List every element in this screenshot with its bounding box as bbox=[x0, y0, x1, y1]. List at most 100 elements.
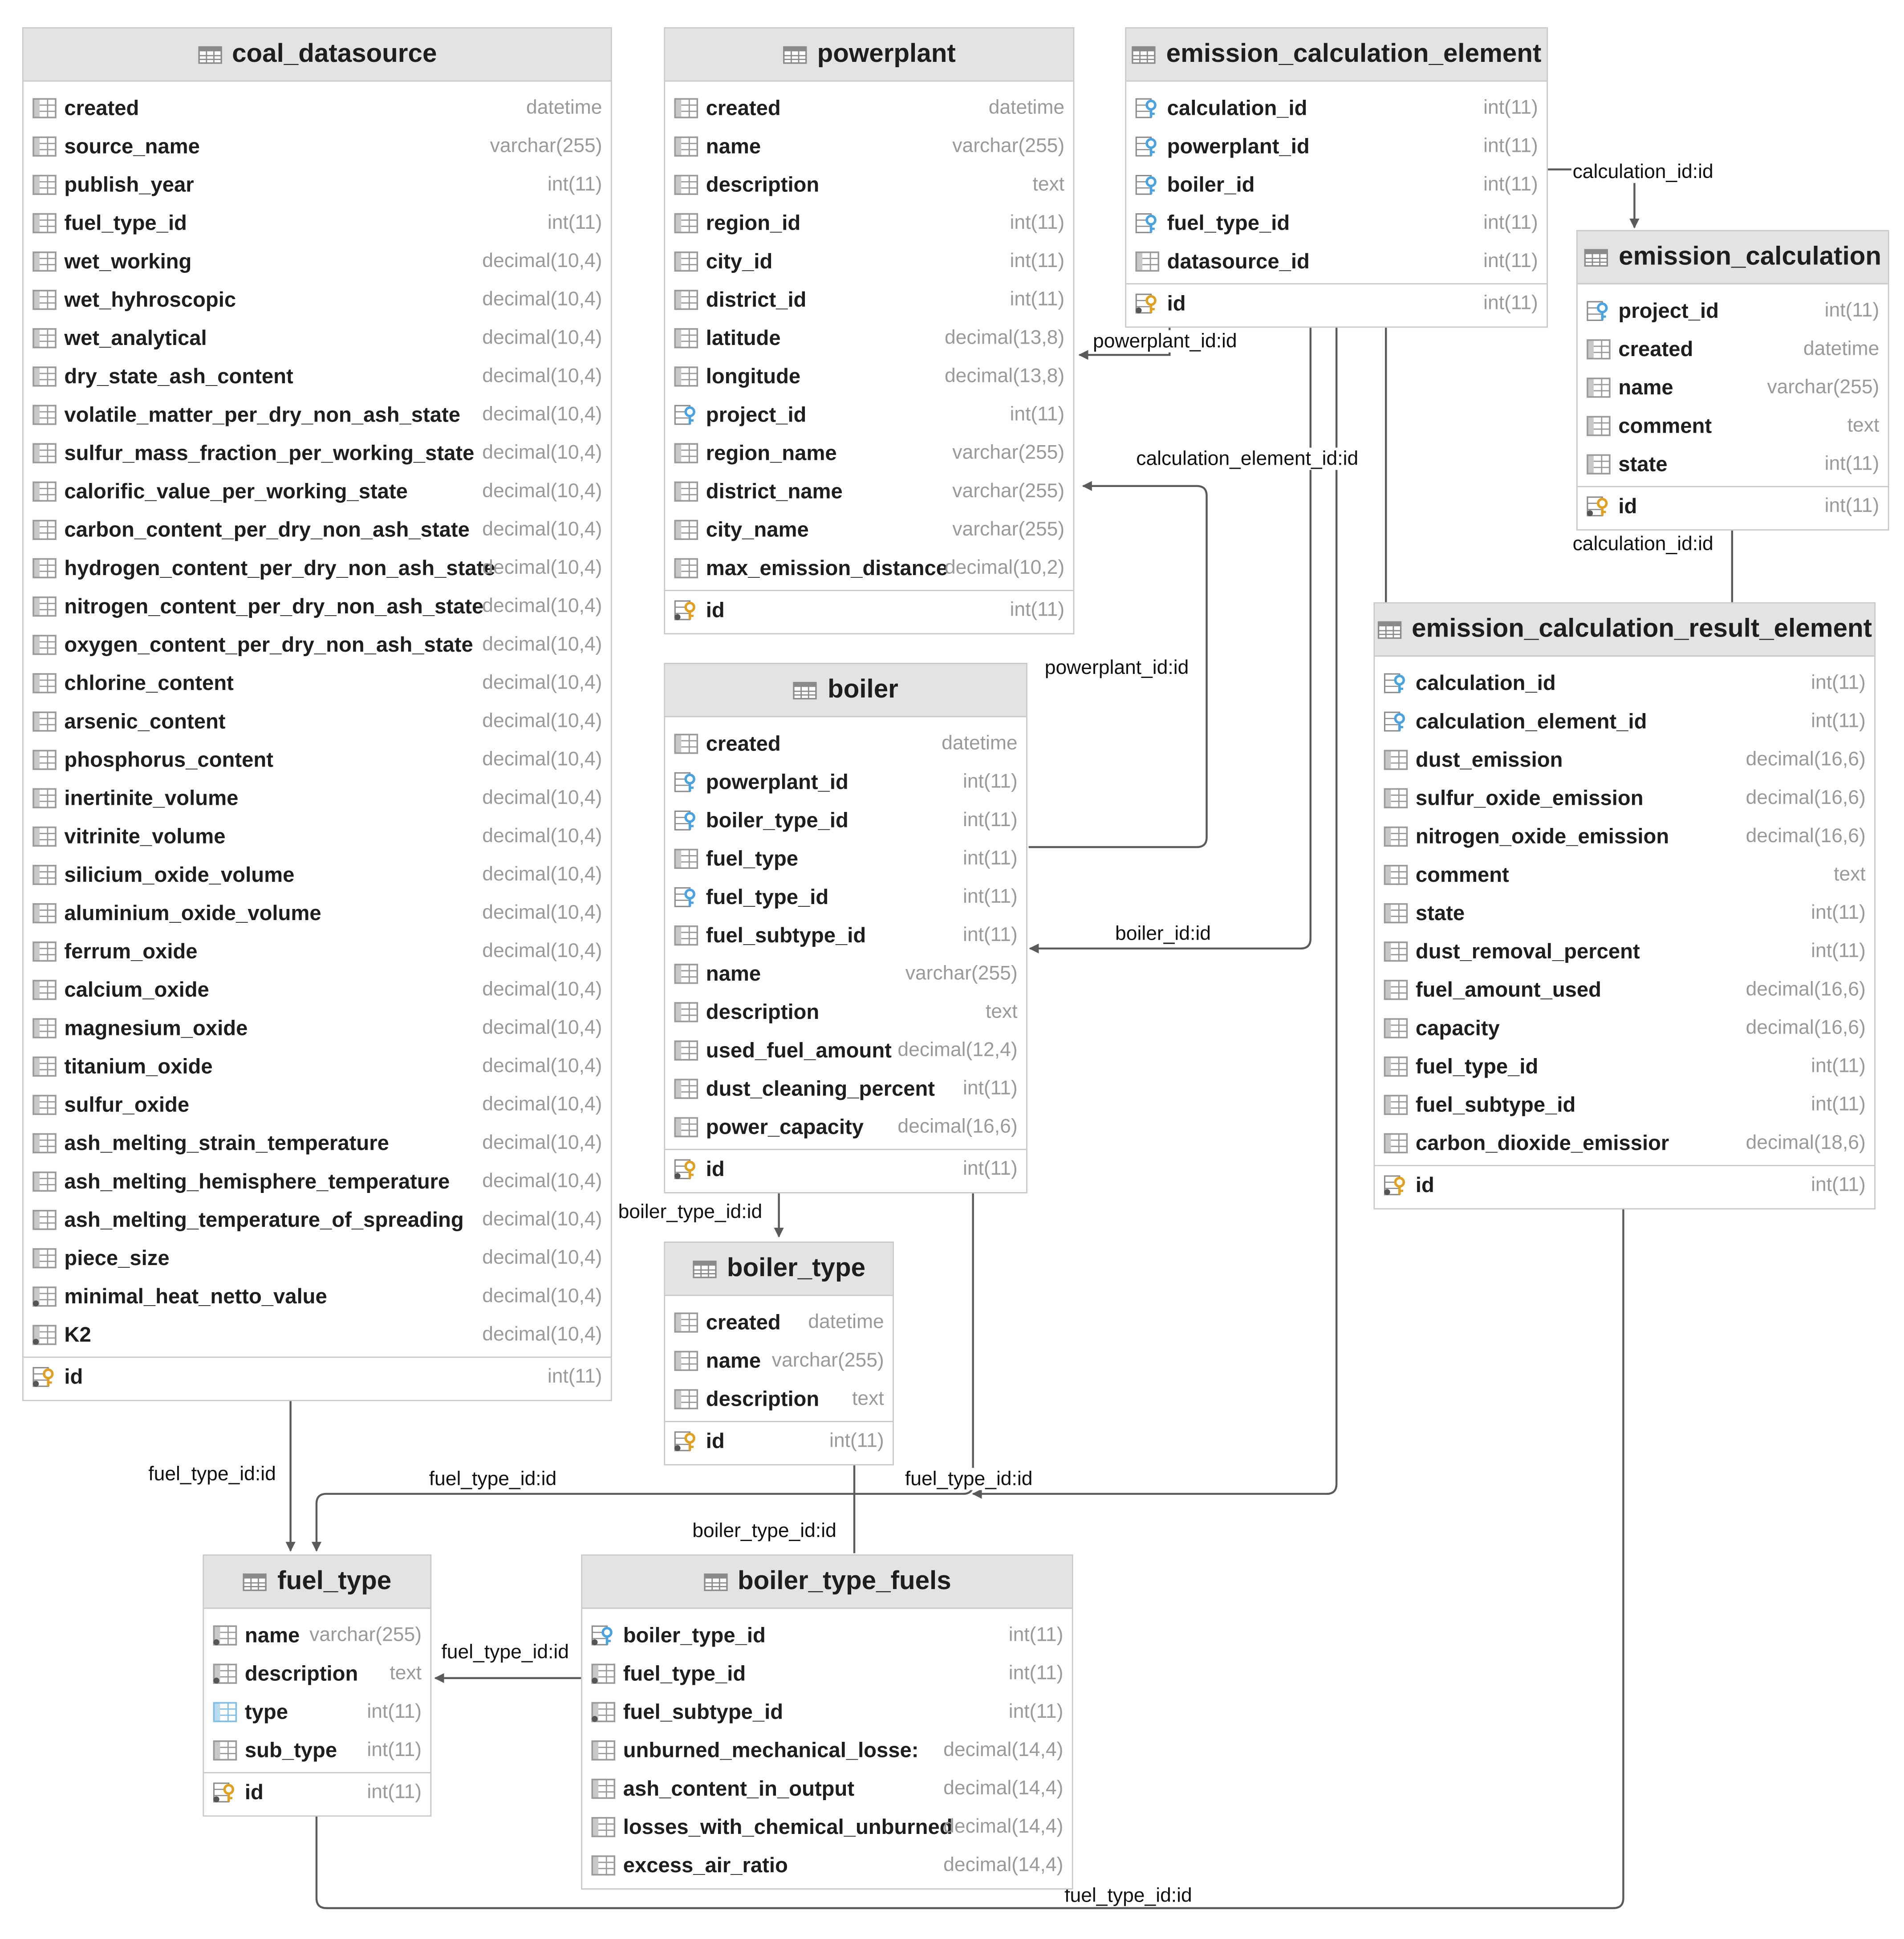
table-header[interactable]: fuel_type bbox=[204, 1555, 430, 1609]
column-row[interactable]: unburned_mechanical_losse:decimal(14,4) bbox=[582, 1731, 1072, 1769]
table-header[interactable]: emission_calculation_element bbox=[1126, 28, 1547, 82]
table-emission-calculation-element[interactable]: emission_calculation_element calculation… bbox=[1125, 27, 1548, 328]
table-header[interactable]: powerplant bbox=[665, 28, 1073, 82]
table-header[interactable]: emission_calculation bbox=[1577, 231, 1888, 284]
table-header[interactable]: emission_calculation_result_element bbox=[1375, 603, 1875, 657]
table-emission-calculation-result-element[interactable]: emission_calculation_result_element calc… bbox=[1373, 602, 1876, 1209]
table-header[interactable]: coal_datasource bbox=[23, 28, 611, 82]
table-header[interactable]: boiler bbox=[665, 664, 1027, 718]
